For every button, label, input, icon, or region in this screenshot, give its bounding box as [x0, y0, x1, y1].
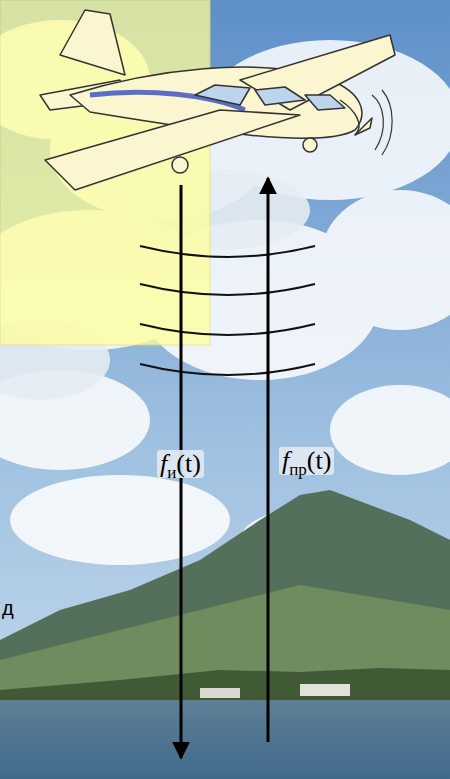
- wavefronts: [140, 246, 315, 375]
- sea: [0, 700, 450, 779]
- signal-label-part: пр: [289, 460, 307, 479]
- text-fragment: д: [2, 598, 14, 618]
- signal-label-part: д: [2, 597, 14, 619]
- emitted-signal-label: fи(t): [157, 450, 204, 478]
- signal-label-part: f: [160, 449, 167, 478]
- shore-trees: [0, 668, 450, 705]
- signal-label-part: (t): [176, 449, 201, 478]
- received-signal-label: fпр(t): [279, 447, 334, 475]
- signal-label-part: f: [282, 446, 289, 475]
- signal-label-part: (t): [307, 446, 332, 475]
- received-signal-arrow: [267, 178, 270, 742]
- signal-label-part: и: [167, 463, 176, 482]
- airplane: [40, 10, 395, 190]
